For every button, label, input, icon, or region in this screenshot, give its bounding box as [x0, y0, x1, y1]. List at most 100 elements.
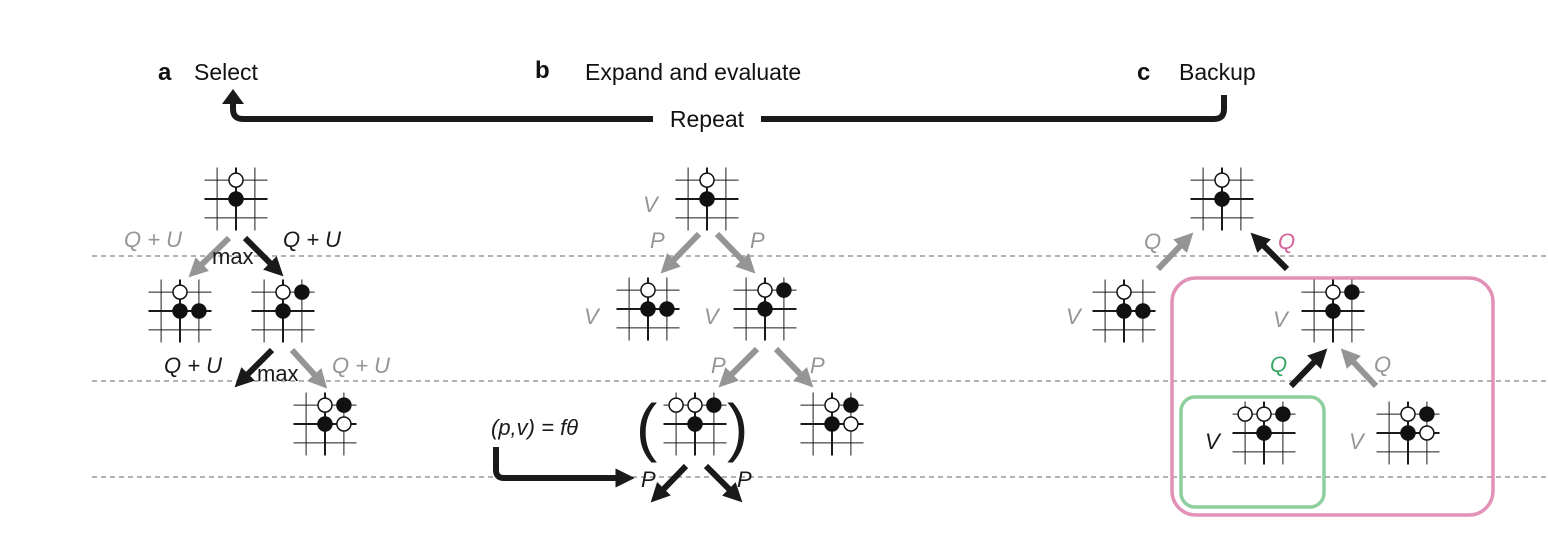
black-stone-icon — [228, 191, 244, 207]
label-c-q-gray: Q — [1374, 352, 1391, 377]
board-c-leaf — [1232, 401, 1296, 465]
label-b-p-right: P — [750, 228, 765, 253]
arrow-c-leaf-right-up — [1340, 348, 1379, 389]
black-stone-icon — [336, 397, 352, 413]
white-stone-icon — [699, 172, 715, 188]
white-stone-icon — [1325, 284, 1341, 300]
arrow-c-right-up — [1250, 232, 1290, 272]
leaf-evaluation-box — [1179, 395, 1326, 509]
black-stone-icon — [1419, 406, 1435, 422]
black-stone-icon — [1116, 303, 1132, 319]
label-b-p-bottom-left: P — [641, 467, 656, 492]
arrow-b-mid-left — [718, 346, 760, 388]
black-stone-icon — [1325, 303, 1341, 319]
black-stone-icon — [172, 303, 188, 319]
arrow-b-mid-right — [773, 346, 814, 388]
white-stone-icon — [336, 416, 352, 432]
board-c-root — [1190, 167, 1254, 231]
label-a-qu-left: Q + U — [124, 227, 182, 252]
white-stone-icon — [687, 397, 703, 413]
paren-right: ) — [727, 391, 748, 463]
arrow-c-left-up — [1155, 232, 1194, 272]
repeat-line-right — [761, 95, 1227, 122]
arrow-b-root-right — [714, 231, 756, 274]
panel-a-arrows — [188, 235, 328, 389]
board-c-mid — [1301, 279, 1365, 343]
panel-a-letter: a — [158, 59, 172, 86]
label-b-network: (p,v) = fθ — [491, 415, 578, 440]
board-b-leaf — [663, 392, 727, 456]
arrow-c-leaf-up — [1288, 348, 1328, 389]
white-stone-icon — [1214, 172, 1230, 188]
board-a-right — [251, 279, 315, 343]
arrow-a-mid-left — [234, 347, 275, 388]
arrow-b-leaf-left — [650, 463, 689, 503]
white-stone-icon — [640, 282, 656, 298]
arrow-b-root-left — [660, 231, 702, 274]
black-stone-icon — [706, 397, 722, 413]
black-stone-icon — [1214, 191, 1230, 207]
black-stone-icon — [824, 416, 840, 432]
white-stone-icon — [275, 284, 291, 300]
repeat-label: Repeat — [670, 106, 745, 132]
white-stone-icon — [1116, 284, 1132, 300]
network-arrow — [493, 447, 635, 488]
label-c-v-left: V — [1066, 304, 1083, 329]
board-a-left — [148, 279, 212, 343]
white-stone-icon — [668, 397, 684, 413]
white-stone-icon — [1419, 425, 1435, 441]
white-stone-icon — [843, 416, 859, 432]
black-stone-icon — [843, 397, 859, 413]
paren-left: ( — [636, 391, 657, 463]
board-a-leaf — [293, 392, 357, 456]
black-stone-icon — [1400, 425, 1416, 441]
label-a-qu-right: Q + U — [283, 227, 341, 252]
black-stone-icon — [1135, 303, 1151, 319]
label-b-p-bottom-right: P — [737, 467, 752, 492]
label-c-v-mid: V — [1273, 307, 1290, 332]
white-stone-icon — [824, 397, 840, 413]
white-stone-icon — [757, 282, 773, 298]
go-boards — [148, 167, 1440, 465]
black-stone-icon — [1344, 284, 1360, 300]
black-stone-icon — [1275, 406, 1291, 422]
label-b-v-root: V — [643, 192, 660, 217]
board-a-root — [204, 167, 268, 231]
black-stone-icon — [294, 284, 310, 300]
label-c-v-leaf-right: V — [1349, 429, 1366, 454]
label-b-v-left: V — [584, 304, 601, 329]
black-stone-icon — [699, 191, 715, 207]
label-a-qu-left-2: Q + U — [164, 353, 222, 378]
repeat-loop: Repeat — [222, 89, 1227, 132]
black-stone-icon — [776, 282, 792, 298]
arrow-a-root-left — [188, 235, 232, 278]
panel-a-title: Select — [194, 59, 259, 85]
board-c-left — [1092, 279, 1156, 343]
white-stone-icon — [317, 397, 333, 413]
white-stone-icon — [1256, 406, 1272, 422]
black-stone-icon — [1256, 425, 1272, 441]
panel-b-letter: b — [535, 57, 550, 84]
label-a-max-bottom: max — [257, 361, 299, 386]
board-b-mid — [733, 277, 797, 341]
panel-b-title: Expand and evaluate — [585, 59, 801, 85]
board-b-right — [800, 392, 864, 456]
black-stone-icon — [640, 301, 656, 317]
black-stone-icon — [191, 303, 207, 319]
label-a-max-top: max — [212, 244, 254, 269]
backup-subtree-box — [1170, 276, 1495, 517]
label-b-p-left-2: P — [711, 353, 726, 378]
label-c-q-left: Q — [1144, 229, 1161, 254]
label-b-v-mid: V — [704, 304, 721, 329]
black-stone-icon — [687, 416, 703, 432]
label-a-qu-right-2: Q + U — [332, 353, 390, 378]
panel-c-title: Backup — [1179, 59, 1256, 85]
black-stone-icon — [659, 301, 675, 317]
label-c-v-leaf: V — [1205, 429, 1222, 454]
white-stone-icon — [1400, 406, 1416, 422]
panel-b-arrows — [493, 231, 814, 503]
board-c-right — [1376, 401, 1440, 465]
white-stone-icon — [228, 172, 244, 188]
label-c-q-green: Q — [1270, 352, 1287, 377]
